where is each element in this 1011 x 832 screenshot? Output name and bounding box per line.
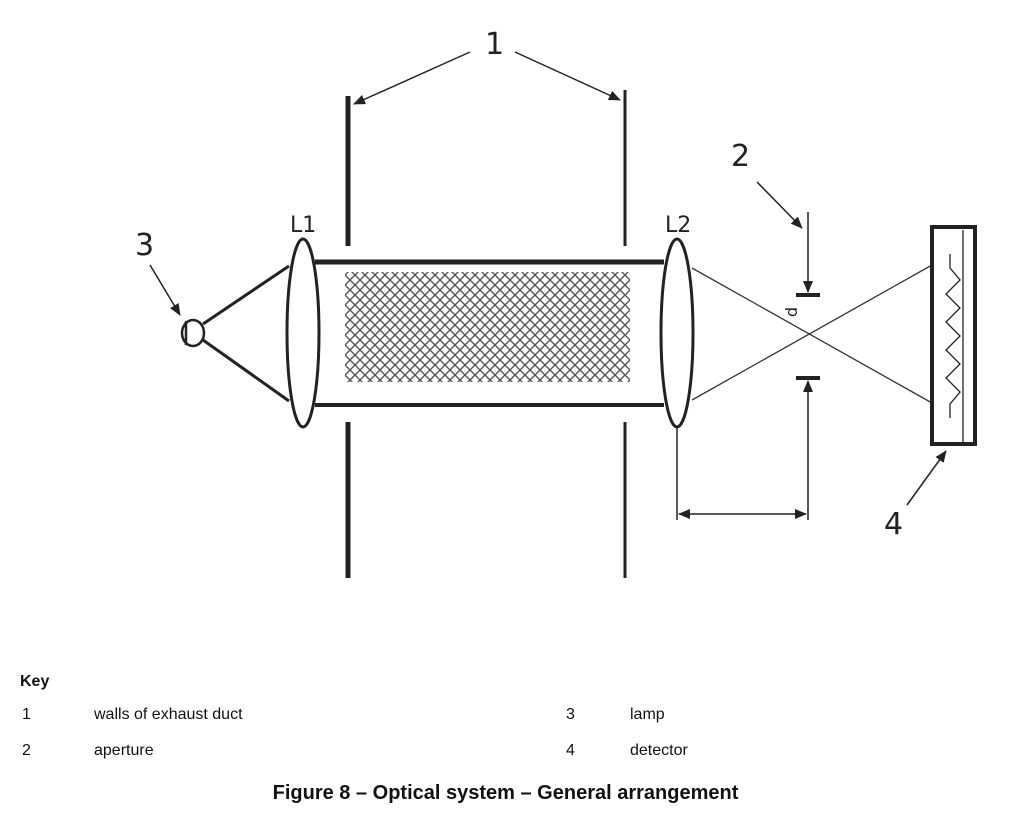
detector-frame xyxy=(930,225,977,446)
aperture-dimension-label: d xyxy=(782,307,801,317)
lens-l2-label: L2 xyxy=(665,213,691,238)
callout-4-leader xyxy=(906,450,947,506)
detector xyxy=(930,225,977,446)
duct-walls xyxy=(345,90,627,578)
key-item-2-text: aperture xyxy=(94,742,154,759)
measuring-tube xyxy=(315,259,664,407)
figure-caption: Figure 8 – Optical system – General arra… xyxy=(272,782,739,804)
key-item-4-text: detector xyxy=(630,742,688,759)
key-item-1-text: walls of exhaust duct xyxy=(94,706,243,723)
lamp xyxy=(180,264,290,403)
smoke-region xyxy=(345,272,630,382)
callout-3-label: 3 xyxy=(135,228,154,263)
beam-ray-top xyxy=(691,267,933,404)
beam-ray-bottom xyxy=(691,264,933,401)
lens-l2 xyxy=(659,237,695,429)
key-item-2-number: 2 xyxy=(22,742,31,759)
callout-3-leader xyxy=(149,264,181,316)
lens-l1 xyxy=(285,237,321,429)
distance-dimension xyxy=(676,428,807,520)
aperture: d xyxy=(782,212,820,520)
callout-4-label: 4 xyxy=(884,507,903,542)
lamp-bulb xyxy=(180,318,206,348)
key-item-3-number: 3 xyxy=(566,706,575,723)
optical-system-diagram: d 1 2 3 4 L1 L2 xyxy=(135,27,977,578)
key-title: Key xyxy=(20,673,50,690)
lamp-beam-lower xyxy=(202,338,290,403)
lens-l1-label: L1 xyxy=(290,213,316,238)
detector-element xyxy=(945,254,961,418)
callout-1-leader-right xyxy=(514,51,621,101)
callout-1-label: 1 xyxy=(485,27,504,62)
output-beam xyxy=(691,264,933,404)
key-item-3-text: lamp xyxy=(630,706,665,723)
lamp-beam-upper xyxy=(202,264,290,326)
callout-2-leader xyxy=(756,181,803,229)
key-item-4-number: 4 xyxy=(566,742,575,759)
callout-leaders xyxy=(149,51,947,506)
key-item-1-number: 1 xyxy=(22,706,31,723)
callout-2-label: 2 xyxy=(731,139,750,174)
callout-1-leader-left xyxy=(353,51,471,105)
